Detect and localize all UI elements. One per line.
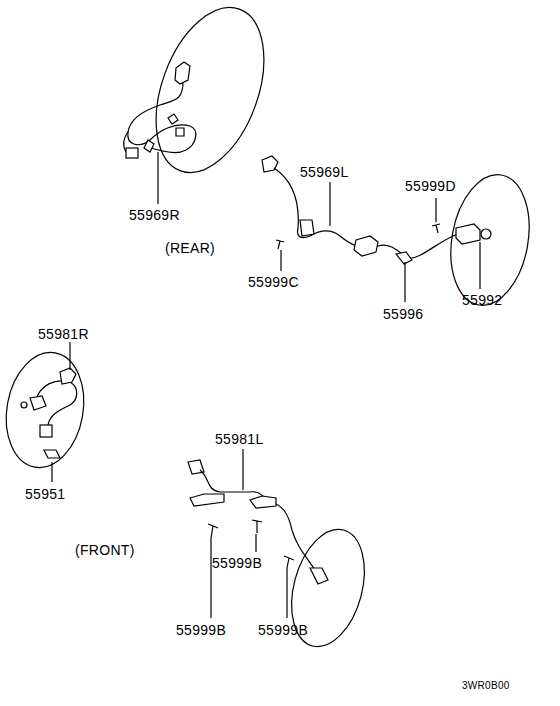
part-number: 55969R [129, 207, 180, 223]
part-number: 55999D [405, 178, 456, 194]
part-number: 55999B [176, 622, 226, 638]
part-number: 55996 [383, 306, 423, 322]
rear-right-sensor [124, 0, 285, 204]
front-right-sensor [0, 342, 92, 482]
part-number: 55992 [462, 292, 502, 308]
part-number: 55999B [258, 622, 308, 638]
group-caption: (FRONT) [75, 542, 135, 558]
part-number: 55951 [25, 486, 65, 502]
drawing-code: 3WR0B00 [462, 680, 510, 692]
part-number: 55999C [248, 274, 299, 290]
part-number: 55969L [300, 164, 349, 180]
part-number: 55981R [38, 326, 89, 342]
part-number: 55981L [215, 431, 264, 447]
part-number: 55999B [212, 555, 262, 571]
rear-left-sensor [262, 156, 539, 312]
group-caption: (REAR) [165, 240, 215, 256]
